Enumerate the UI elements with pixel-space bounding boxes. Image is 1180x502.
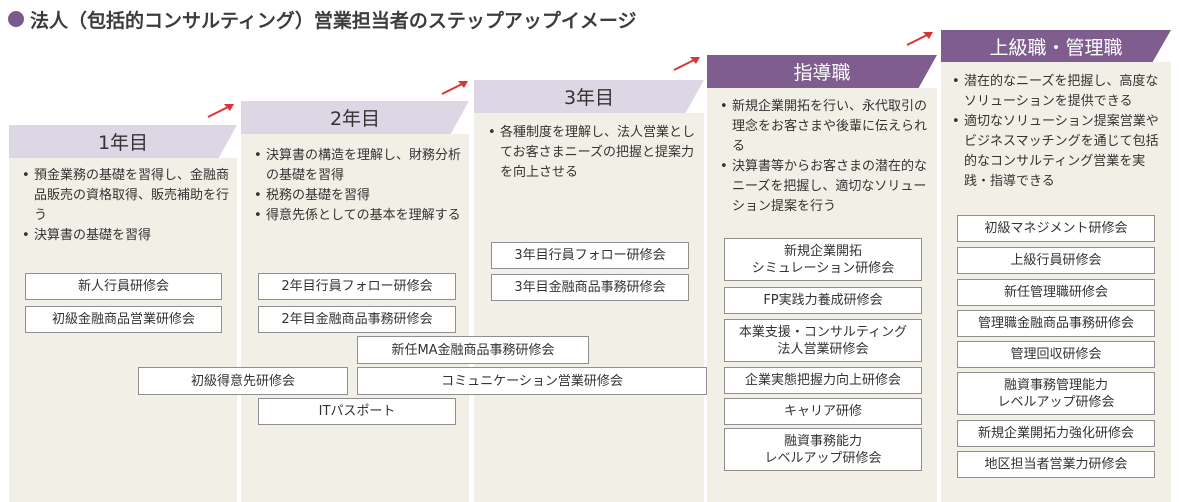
description-item: 新規企業開拓を行い、永代取引の理念をお客さまや後輩に伝えられる [720,97,932,157]
training-box: 新規企業開拓力強化研修会 [957,420,1155,447]
description-item: 各種制度を理解し、法人営業としてお客さまニーズの把握と提案力を向上させる [488,123,698,183]
step-arrow-icon [673,57,700,71]
training-box: FP実践力養成研修会 [724,287,922,314]
step-header-year2: 2年目 [241,101,469,134]
training-box: 初級マネジメント研修会 [957,215,1155,242]
step-description-year1: 預金業務の基礎を習得し、金融商品販売の資格取得、販売補助を行う 決算書の基礎を習… [22,166,230,246]
step-header-year3: 3年目 [474,80,704,113]
step-arrow-icon [906,32,933,46]
training-box: 融資事務能力 レベルアップ研修会 [724,428,922,471]
training-box: キャリア研修 [724,398,922,425]
training-box-shared: 初級得意先研修会 [138,367,348,395]
step-description-senior-manager: 潜在的なニーズを把握し、高度なソリューションを提供できる 適切なソリューション提… [952,72,1166,192]
step-header-year1: 1年目 [9,125,237,158]
training-box: 2年目金融商品事務研修会 [258,306,456,333]
step-description-year3: 各種制度を理解し、法人営業としてお客さまニーズの把握と提案力を向上させる [488,123,698,183]
training-box: 3年目金融商品事務研修会 [491,274,689,301]
description-item: 預金業務の基礎を習得し、金融商品販売の資格取得、販売補助を行う [22,166,230,226]
training-box-shared: 新任MA金融商品事務研修会 [357,336,589,364]
training-box: 本業支援・コンサルティング 法人営業研修会 [724,319,922,362]
training-box: 新人行員研修会 [25,273,222,300]
description-item: 決算書の構造を理解し、財務分析の基礎を習得 [254,146,466,186]
description-item: 税務の基礎を習得 [254,186,466,206]
training-box: 2年目行員フォロー研修会 [258,273,456,300]
training-box: 地区担当者営業力研修会 [957,451,1155,478]
description-item: 適切なソリューション提案営業やビジネスマッチングを通じて包括的なコンサルティング… [952,112,1166,192]
step-description-instructor: 新規企業開拓を行い、永代取引の理念をお客さまや後輩に伝えられる 決算書等からお客… [720,97,932,217]
training-box: 新規企業開拓 シミュレーション研修会 [724,238,922,281]
step-arrow-icon [441,81,468,95]
description-item: 得意先係としての基本を理解する [254,206,466,226]
training-box: 初級金融商品営業研修会 [25,306,222,333]
training-box: 管理職金融商品事務研修会 [957,310,1155,337]
training-box: 企業実態把握力向上研修会 [724,367,922,394]
training-box: 管理回収研修会 [957,341,1155,368]
step-header-senior-manager: 上級職・管理職 [941,30,1171,62]
training-box-shared: コミュニケーション営業研修会 [357,367,707,395]
training-box: 上級行員研修会 [957,247,1155,274]
step-arrow-icon [207,104,234,118]
training-box-shared: ITパスポート [258,398,456,425]
training-box: 3年目行員フォロー研修会 [491,242,689,269]
page-title: 法人（包括的コンサルティング）営業担当者のステップアップイメージ [8,4,636,34]
step-description-year2: 決算書の構造を理解し、財務分析の基礎を習得 税務の基礎を習得 得意先係としての基… [254,146,466,226]
page-title-text: 法人（包括的コンサルティング）営業担当者のステップアップイメージ [30,9,637,32]
description-item: 決算書の基礎を習得 [22,226,230,246]
step-header-instructor: 指導職 [707,55,937,88]
training-box: 新任管理職研修会 [957,279,1155,306]
description-item: 決算書等からお客さまの潜在的なニーズを把握し、適切なソリューション提案を行う [720,157,932,217]
bullet-dot-icon [8,11,24,27]
training-box: 融資事務管理能力 レベルアップ研修会 [957,372,1155,415]
description-item: 潜在的なニーズを把握し、高度なソリューションを提供できる [952,72,1166,112]
